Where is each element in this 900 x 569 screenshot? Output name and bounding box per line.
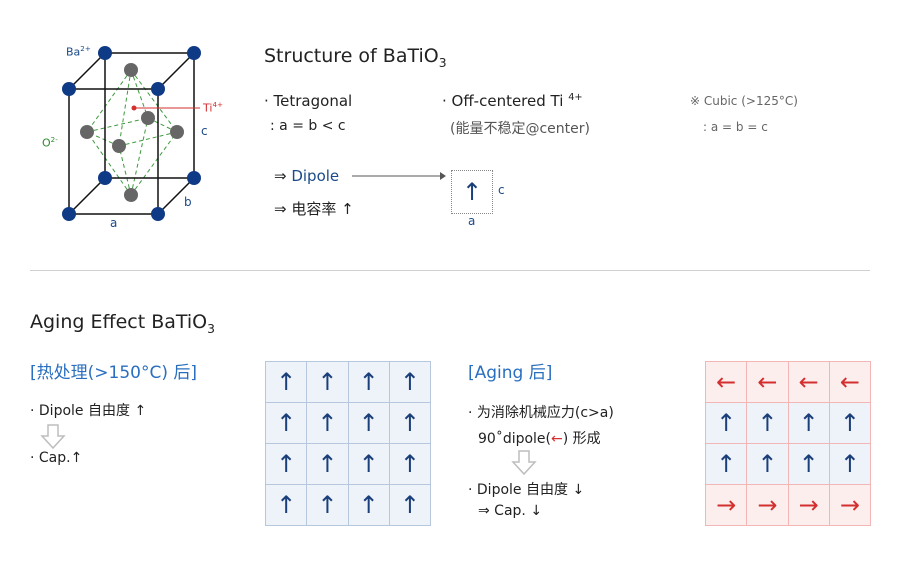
o-atom	[124, 63, 138, 77]
dipole-cell: ↑	[348, 362, 389, 402]
domain-grid-aged: ← ← ← ← ↑ ↑ ↑ ↑ ↑ ↑ ↑ ↑ → → → →	[705, 361, 871, 526]
cubic-label: ※ Cubic (>125°C)	[690, 94, 798, 108]
dipole-cell: →	[706, 485, 747, 525]
dipole-cell: →	[829, 485, 870, 525]
structure-title: Structure of BaTiO3	[264, 45, 447, 70]
cap-line: · Cap.↑	[30, 450, 83, 466]
dipole-cell: →	[747, 485, 788, 525]
dipole-cell: ↑	[307, 444, 348, 484]
ba-label: Ba2+	[66, 44, 91, 59]
dipole-up-arrow-icon: ↑	[461, 178, 483, 206]
dipole-cell: ↑	[266, 444, 307, 484]
axis-a-label: a	[110, 216, 118, 230]
dipole-cell: ↑	[389, 444, 430, 484]
dipole-cell: ↑	[307, 362, 348, 402]
ba-atom	[98, 171, 112, 185]
aging-header: [Aging 后]	[468, 363, 553, 383]
dipole-free-line-2: · Dipole 自由度 ↓	[468, 482, 585, 498]
dipole-cell: →	[788, 485, 829, 525]
dipole-cell: ↑	[788, 444, 829, 484]
dipole-cell: ←	[706, 362, 747, 402]
dipole-cell: ↑	[706, 403, 747, 443]
cap-line-2: ⇒ Cap. ↓	[478, 503, 543, 519]
ba-atom	[62, 207, 76, 221]
octahedron	[86, 69, 178, 196]
axis-c-label: c	[201, 124, 208, 138]
dipole-cell: ↑	[829, 403, 870, 443]
o-atoms	[80, 63, 184, 202]
o-atom	[170, 125, 184, 139]
o-atom	[124, 188, 138, 202]
unit-cell	[68, 52, 195, 215]
dipole90-line: 90˚dipole(←) 形成	[478, 431, 601, 447]
dipole-cell: ←	[788, 362, 829, 402]
cubic-relation: : a = b = c	[703, 120, 768, 134]
ba-atom	[151, 207, 165, 221]
dipole-free-line: · Dipole 自由度 ↑	[30, 403, 147, 419]
dipole-cell: ↑	[348, 444, 389, 484]
ba-atom	[151, 82, 165, 96]
capacitance-line: ⇒ 电容率 ↑	[274, 200, 354, 218]
axis-b-label: b	[184, 195, 192, 209]
dipole-cell: ↑	[307, 403, 348, 443]
offcenter-note: (能量不稳定@center)	[450, 121, 590, 137]
dipole-cell: ↑	[788, 403, 829, 443]
dipole-cell: ↑	[266, 403, 307, 443]
dipole-cell: ↑	[389, 362, 430, 402]
tetragonal-relation: : a = b < c	[270, 118, 346, 134]
tetragonal-label: · Tetragonal	[264, 92, 353, 110]
dipole-cell: ↑	[266, 485, 307, 525]
dipole-cell: ↑	[747, 444, 788, 484]
hollow-down-arrow-icon	[40, 424, 66, 450]
dipole-cell: ↑	[307, 485, 348, 525]
hollow-down-arrow-icon	[511, 450, 537, 476]
ba-atom	[98, 46, 112, 60]
box-a-label: a	[468, 214, 476, 228]
ti-label: Ti4+	[203, 100, 223, 115]
dipole-cell: ↑	[389, 403, 430, 443]
section-divider	[30, 270, 870, 271]
ba-atom	[187, 46, 201, 60]
crystal-diagram	[62, 46, 201, 221]
dipole-box: ↑	[451, 170, 493, 214]
o-atom	[80, 125, 94, 139]
offcenter-label: · Off-centered Ti 4+	[442, 92, 583, 110]
dipole-cell: ↑	[348, 485, 389, 525]
dipole-cell: ←	[747, 362, 788, 402]
dipole-cell: ↑	[829, 444, 870, 484]
dipole-pointer-arrow	[352, 172, 446, 180]
o-atom	[141, 111, 155, 125]
dipole-cell: ↑	[348, 403, 389, 443]
ba-atom	[187, 171, 201, 185]
ba-atom	[62, 82, 76, 96]
o-atom	[112, 139, 126, 153]
ba-atoms	[62, 46, 201, 221]
domain-grid-heated: ↑ ↑ ↑ ↑ ↑ ↑ ↑ ↑ ↑ ↑ ↑ ↑ ↑ ↑ ↑ ↑	[265, 361, 431, 526]
dipole-cell: ←	[829, 362, 870, 402]
dipole-cell: ↑	[706, 444, 747, 484]
dipole-cell: ↑	[389, 485, 430, 525]
dipole-cell: ↑	[266, 362, 307, 402]
ti-atom	[131, 105, 137, 111]
stress-line: · 为消除机械应力(c>a)	[468, 405, 614, 421]
o-label: O2-	[42, 135, 58, 150]
box-c-label: c	[498, 183, 505, 197]
heat-header: [热处理(>150°C) 后]	[30, 363, 197, 383]
aging-title: Aging Effect BaTiO3	[30, 311, 215, 336]
left-arrow-icon: ←	[551, 431, 563, 447]
dipole-cell: ↑	[747, 403, 788, 443]
dipole-line: ⇒ Dipole	[274, 167, 340, 185]
